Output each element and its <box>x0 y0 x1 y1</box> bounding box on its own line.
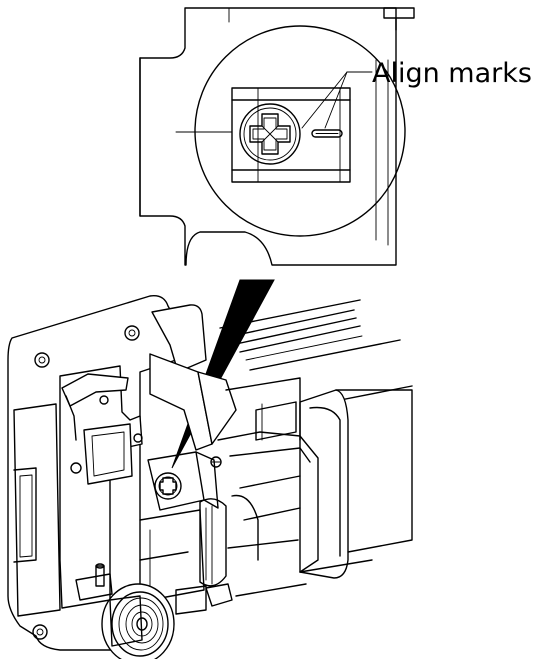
detail-view: Align marks <box>139 7 532 266</box>
align-mark-slot <box>311 129 343 138</box>
pulley-knob <box>101 583 175 659</box>
target-screw-icon <box>154 472 182 500</box>
screw-head-icon <box>239 103 301 165</box>
callout-leader <box>301 71 373 129</box>
callout-label: Align marks <box>372 58 532 89</box>
mechanism-view <box>7 295 413 659</box>
